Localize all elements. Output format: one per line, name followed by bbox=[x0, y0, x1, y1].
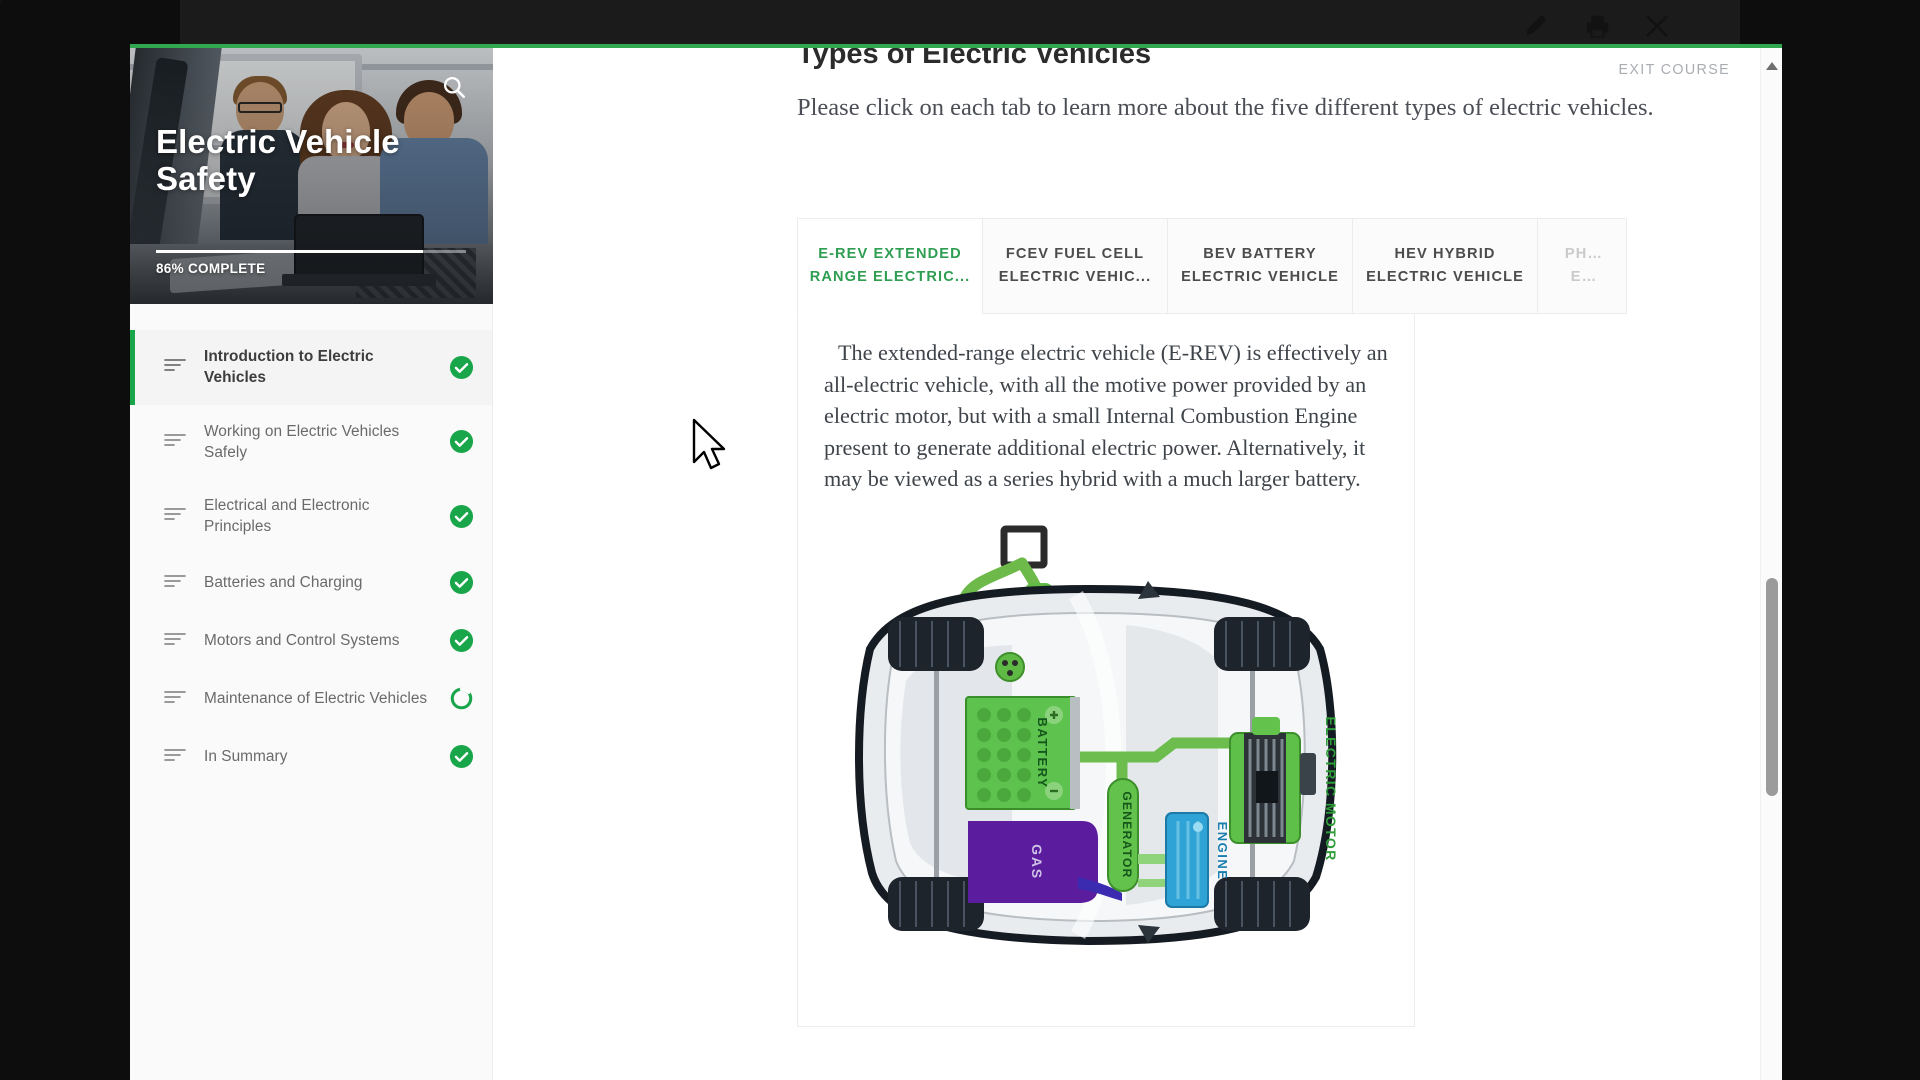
tab-fcev-fuel-cell-electric-vehicle[interactable]: FCEV FUEL CELL ELECTRIC VEHIC... bbox=[982, 218, 1168, 314]
sidebar-item-label: Motors and Control Systems bbox=[204, 631, 400, 649]
sidebar-item-label: Electrical and Electronic Principles bbox=[204, 497, 370, 536]
lesson-lines-icon bbox=[164, 507, 186, 526]
tab-phev-plug-in-hybrid-electric-vehicle[interactable]: PH… E… bbox=[1537, 218, 1627, 314]
course-title: Electric Vehicle Safety bbox=[156, 123, 400, 197]
sidebar-item-label: Working on Electric Vehicles Safely bbox=[204, 422, 400, 461]
e-rev-vehicle-cutaway-diagram: BATTERY GAS GENERATOR bbox=[826, 521, 1386, 996]
lesson-lines-icon bbox=[164, 748, 186, 767]
exit-course-button[interactable]: EXIT COURSE bbox=[1618, 62, 1730, 78]
progress-label: 86% COMPLETE bbox=[156, 261, 266, 276]
tab-strip: E-REV EXTENDED RANGE ELECTRIC... FCEV FU… bbox=[797, 218, 1757, 314]
course-navigation-list: Introduction to Electric Vehicles Workin… bbox=[130, 304, 492, 786]
lesson-lines-icon bbox=[164, 632, 186, 651]
content-scrollbar[interactable] bbox=[1760, 48, 1782, 1080]
close-icon[interactable] bbox=[1642, 11, 1672, 41]
status-complete-icon bbox=[448, 429, 474, 455]
tabs-widget: E-REV EXTENDED RANGE ELECTRIC... FCEV FU… bbox=[797, 218, 1757, 1027]
sidebar-item-working-on-electric-vehicles-safely[interactable]: Working on Electric Vehicles Safely bbox=[130, 405, 492, 480]
sidebar-item-introduction-to-electric-vehicles[interactable]: Introduction to Electric Vehicles bbox=[130, 330, 492, 405]
search-icon[interactable] bbox=[437, 70, 471, 104]
status-complete-icon bbox=[448, 570, 474, 596]
sidebar-item-label: In Summary bbox=[204, 747, 288, 765]
scrollbar-thumb[interactable] bbox=[1766, 578, 1778, 796]
tab-hev-hybrid-electric-vehicle[interactable]: HEV HYBRID ELECTRIC VEHICLE bbox=[1352, 218, 1538, 314]
lesson-lines-icon bbox=[164, 358, 186, 377]
course-player-window: Electric Vehicle Safety 86% COMPLETE Int… bbox=[130, 44, 1782, 1080]
course-sidebar: Electric Vehicle Safety 86% COMPLETE Int… bbox=[130, 48, 493, 1080]
tab-bev-battery-electric-vehicle[interactable]: BEV BATTERY ELECTRIC VEHICLE bbox=[1167, 218, 1353, 314]
course-progress: 86% COMPLETE bbox=[156, 250, 466, 276]
svg-text:ELECTRIC MOTOR: ELECTRIC MOTOR bbox=[1323, 716, 1339, 861]
sidebar-item-label: Batteries and Charging bbox=[204, 573, 363, 591]
lesson-lines-icon bbox=[164, 574, 186, 593]
lesson-lines-icon bbox=[164, 433, 186, 452]
progress-fill bbox=[156, 250, 423, 253]
sidebar-item-batteries-and-charging[interactable]: Batteries and Charging bbox=[130, 554, 492, 612]
lesson-lines-icon bbox=[164, 690, 186, 709]
status-complete-icon bbox=[448, 628, 474, 654]
lesson-content-area: EXIT COURSE Types of Electric Vehicles P… bbox=[493, 48, 1782, 1080]
tab-panel-e-rev: The extended-range electric vehicle (E-R… bbox=[797, 313, 1415, 1027]
status-in-progress-icon bbox=[448, 686, 474, 712]
sidebar-item-maintenance-of-electric-vehicles[interactable]: Maintenance of Electric Vehicles bbox=[130, 670, 492, 728]
sidebar-item-electrical-and-electronic-principles[interactable]: Electrical and Electronic Principles bbox=[130, 479, 492, 554]
hero-overlay bbox=[130, 48, 493, 304]
page-intro-text: Please click on each tab to learn more a… bbox=[797, 94, 1654, 121]
tab-e-rev-extended-range-electric[interactable]: E-REV EXTENDED RANGE ELECTRIC... bbox=[797, 218, 983, 314]
sidebar-item-in-summary[interactable]: In Summary bbox=[130, 728, 492, 786]
printer-icon[interactable] bbox=[1582, 11, 1612, 41]
sidebar-item-motors-and-control-systems[interactable]: Motors and Control Systems bbox=[130, 612, 492, 670]
chrome-icon-group bbox=[1522, 0, 1672, 52]
status-complete-icon bbox=[448, 744, 474, 770]
progress-track bbox=[156, 250, 466, 253]
status-complete-icon bbox=[448, 354, 474, 380]
pencil-icon[interactable] bbox=[1522, 11, 1552, 41]
svg-text:ENGINE: ENGINE bbox=[1215, 821, 1230, 880]
status-complete-icon bbox=[448, 503, 474, 529]
sidebar-item-label: Maintenance of Electric Vehicles bbox=[204, 689, 428, 707]
svg-text:BATTERY: BATTERY bbox=[1035, 717, 1050, 788]
tab-panel-text: The extended-range electric vehicle (E-R… bbox=[824, 340, 1388, 492]
window-chrome-toolbar bbox=[180, 0, 1740, 52]
course-hero-banner: Electric Vehicle Safety 86% COMPLETE bbox=[130, 48, 493, 304]
page-title: Types of Electric Vehicles bbox=[797, 48, 1152, 70]
scroll-up-arrow-icon[interactable] bbox=[1765, 58, 1779, 70]
svg-text:GENERATOR: GENERATOR bbox=[1120, 791, 1134, 878]
sidebar-item-label: Introduction to Electric Vehicles bbox=[204, 348, 374, 387]
svg-text:GAS: GAS bbox=[1029, 844, 1045, 880]
